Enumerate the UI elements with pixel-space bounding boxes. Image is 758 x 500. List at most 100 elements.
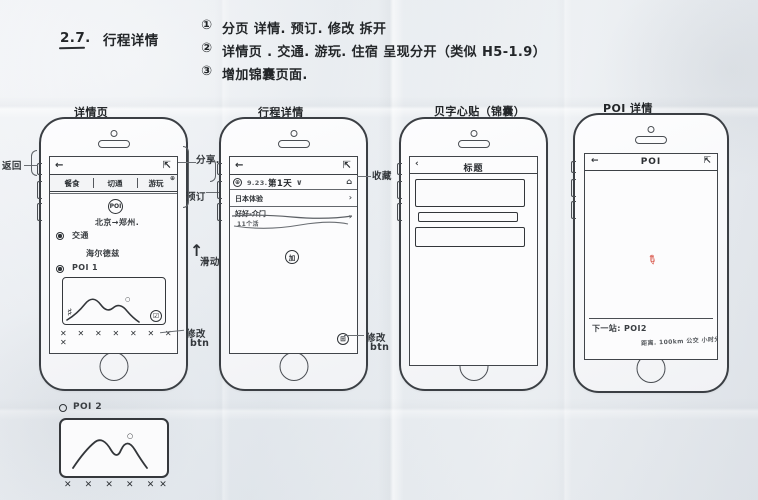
- chevron-down-icon[interactable]: ∨: [296, 178, 303, 187]
- share-icon[interactable]: ⇱: [703, 156, 711, 166]
- paper-crease-horizontal-2: [0, 398, 758, 420]
- row-label-hotel[interactable]: 海尔德兹: [86, 249, 120, 258]
- plus-circle-icon[interactable]: ⊕: [169, 175, 175, 182]
- annotation-share: 分享.: [196, 155, 220, 166]
- share-icon[interactable]: ⇱: [342, 160, 351, 171]
- detail-card-bullet: [59, 404, 67, 412]
- note-marker-3: ③: [201, 64, 213, 79]
- phone-frame-detail: ← ⇱ 餐食 切通 游玩 ⊕ POI 北京→郑州. 交通 海尔德兹 POI 1: [37, 117, 188, 391]
- phone-4-title: POI 详情: [603, 102, 653, 115]
- navbar-itinerary: ← ⇱: [230, 157, 357, 175]
- side-button-volume-up[interactable]: [37, 181, 42, 199]
- annotation-edit-2: 修改: [366, 333, 386, 344]
- back-icon[interactable]: ‹: [415, 159, 419, 169]
- section-number: 2.7.: [60, 30, 91, 46]
- note-text-2: 详情页 . 交通. 游玩. 住宿 呈现分开（类似 H5-1.9）: [222, 45, 547, 60]
- home-button[interactable]: [279, 352, 308, 381]
- map-dot-icon: ○: [125, 296, 131, 303]
- tab-divider-1: [93, 178, 95, 188]
- row-label-transport[interactable]: 交通: [72, 231, 89, 240]
- red-pen-mark-icon: ✎: [643, 251, 661, 269]
- annotation-share-line: [178, 162, 196, 164]
- annotation-back: 返回: [2, 161, 22, 172]
- annotation-booking: 预订: [186, 192, 206, 203]
- navbar-raiders: ‹ 标题: [410, 157, 537, 174]
- section-number-underline: [58, 46, 86, 49]
- tab-food[interactable]: 餐食: [64, 178, 80, 188]
- annotation-scroll: 滑动: [200, 257, 220, 268]
- note-text-1: 分页 详情. 预订. 修改 拆开: [222, 22, 387, 37]
- content-block-medium[interactable]: [415, 227, 525, 247]
- side-button-volume-up[interactable]: [571, 179, 576, 197]
- side-button-volume-down[interactable]: [217, 203, 222, 221]
- annotation-edit-btn: btn: [190, 338, 210, 349]
- side-button-mute[interactable]: [571, 161, 576, 173]
- nav-title: 标题: [463, 164, 484, 174]
- camera-icon: [647, 126, 655, 133]
- edit-badge-icon[interactable]: ☑: [150, 310, 162, 322]
- map-sketch: [66, 298, 140, 323]
- content-block-bar[interactable]: [418, 212, 518, 222]
- speaker-icon: [277, 140, 310, 148]
- back-icon[interactable]: ←: [235, 160, 244, 171]
- note-marker-1: ①: [201, 18, 213, 33]
- side-button-volume-down[interactable]: [571, 201, 576, 219]
- phone-frame-poi: ← POI ⇱ ✎ 下一站: POI2 距离. 100km 公交 小时分钟: [571, 113, 729, 393]
- phone-1-title: 详情页: [74, 106, 109, 119]
- side-button-volume-up[interactable]: [217, 181, 222, 199]
- side-button-mute[interactable]: [217, 163, 222, 175]
- annotation-back-brace: [31, 150, 37, 176]
- side-button-volume-down[interactable]: [397, 203, 402, 221]
- row-bullet-transport: [56, 232, 64, 240]
- phone-frame-raiders: ‹ 标题: [397, 117, 548, 391]
- detail-card-sketch: [72, 439, 148, 469]
- annotation-booking-line: [206, 192, 220, 194]
- tab-play[interactable]: 游玩: [148, 178, 164, 188]
- paper-crease-vertical-3: [556, 0, 572, 500]
- route-label: 北京→郑州.: [95, 218, 140, 227]
- share-icon[interactable]: ⇱: [162, 160, 171, 171]
- header-row-date[interactable]: ⊕ 9.23. 第1天 ∨ ⌂: [230, 175, 357, 190]
- screen-raiders: ‹ 标题: [409, 156, 538, 366]
- nav-title: POI: [640, 157, 662, 167]
- footer-next-label[interactable]: 下一站: POI2: [592, 324, 647, 333]
- header-date: 9.23.: [247, 179, 268, 187]
- side-button-mute[interactable]: [37, 163, 42, 175]
- row-bullet-poi1: [56, 265, 64, 273]
- annotation-favorite: 收藏: [372, 171, 392, 182]
- camera-icon: [290, 130, 297, 137]
- chevron-right-icon: ›: [348, 193, 352, 202]
- edit-fab-button[interactable]: ⊞: [337, 333, 349, 345]
- phone-frame-itinerary: ← ⇱ ⊕ 9.23. 第1天 ∨ ⌂ 日本体验 › 好好-介门 11个活 ›: [217, 117, 368, 391]
- add-button[interactable]: 加: [285, 250, 299, 264]
- annotation-favorite-line: [357, 176, 371, 178]
- home-button[interactable]: [99, 352, 128, 381]
- map-card[interactable]: ♯ ○ ☑: [62, 277, 166, 325]
- phone-2-title: 行程详情: [258, 106, 304, 119]
- back-icon[interactable]: ←: [591, 156, 599, 166]
- footer-x-marks: ✕ ✕ ✕ ✕ ✕ ✕ ✕ ✕: [60, 329, 176, 347]
- detail-card-dot-icon: ○: [127, 432, 134, 440]
- list-row-1-label: 日本体验: [235, 195, 263, 203]
- footer-sub-label: 距离. 100km 公交 小时分钟: [640, 335, 718, 348]
- header-weekday: 第1天: [268, 179, 293, 189]
- tab-transport[interactable]: 切通: [107, 178, 123, 188]
- screen-detail: ← ⇱ 餐食 切通 游玩 ⊕ POI 北京→郑州. 交通 海尔德兹 POI 1: [49, 156, 178, 354]
- home-nav-icon[interactable]: ⌂: [346, 177, 352, 186]
- side-button-volume-up[interactable]: [397, 181, 402, 199]
- detail-card-image[interactable]: ○: [59, 418, 169, 478]
- calendar-circle-icon: ⊕: [233, 178, 242, 187]
- detail-card-label: POI 2: [73, 402, 102, 412]
- annotation-phone1-brace: [183, 146, 189, 208]
- phone-3-title: 贝字心贴（锦囊）: [434, 105, 526, 118]
- side-button-volume-down[interactable]: [37, 203, 42, 221]
- poi-round-icon: POI: [108, 199, 123, 214]
- annotation-phone2-brace-left: [210, 158, 216, 182]
- row-label-poi1[interactable]: POI 1: [72, 263, 98, 272]
- content-block-large[interactable]: [415, 179, 525, 207]
- list-row-1[interactable]: 日本体验 ›: [230, 190, 357, 207]
- scroll-arrow-icon: ↑: [190, 241, 204, 260]
- side-button-mute[interactable]: [397, 163, 402, 175]
- speaker-icon: [457, 140, 490, 148]
- back-icon[interactable]: ←: [55, 160, 64, 171]
